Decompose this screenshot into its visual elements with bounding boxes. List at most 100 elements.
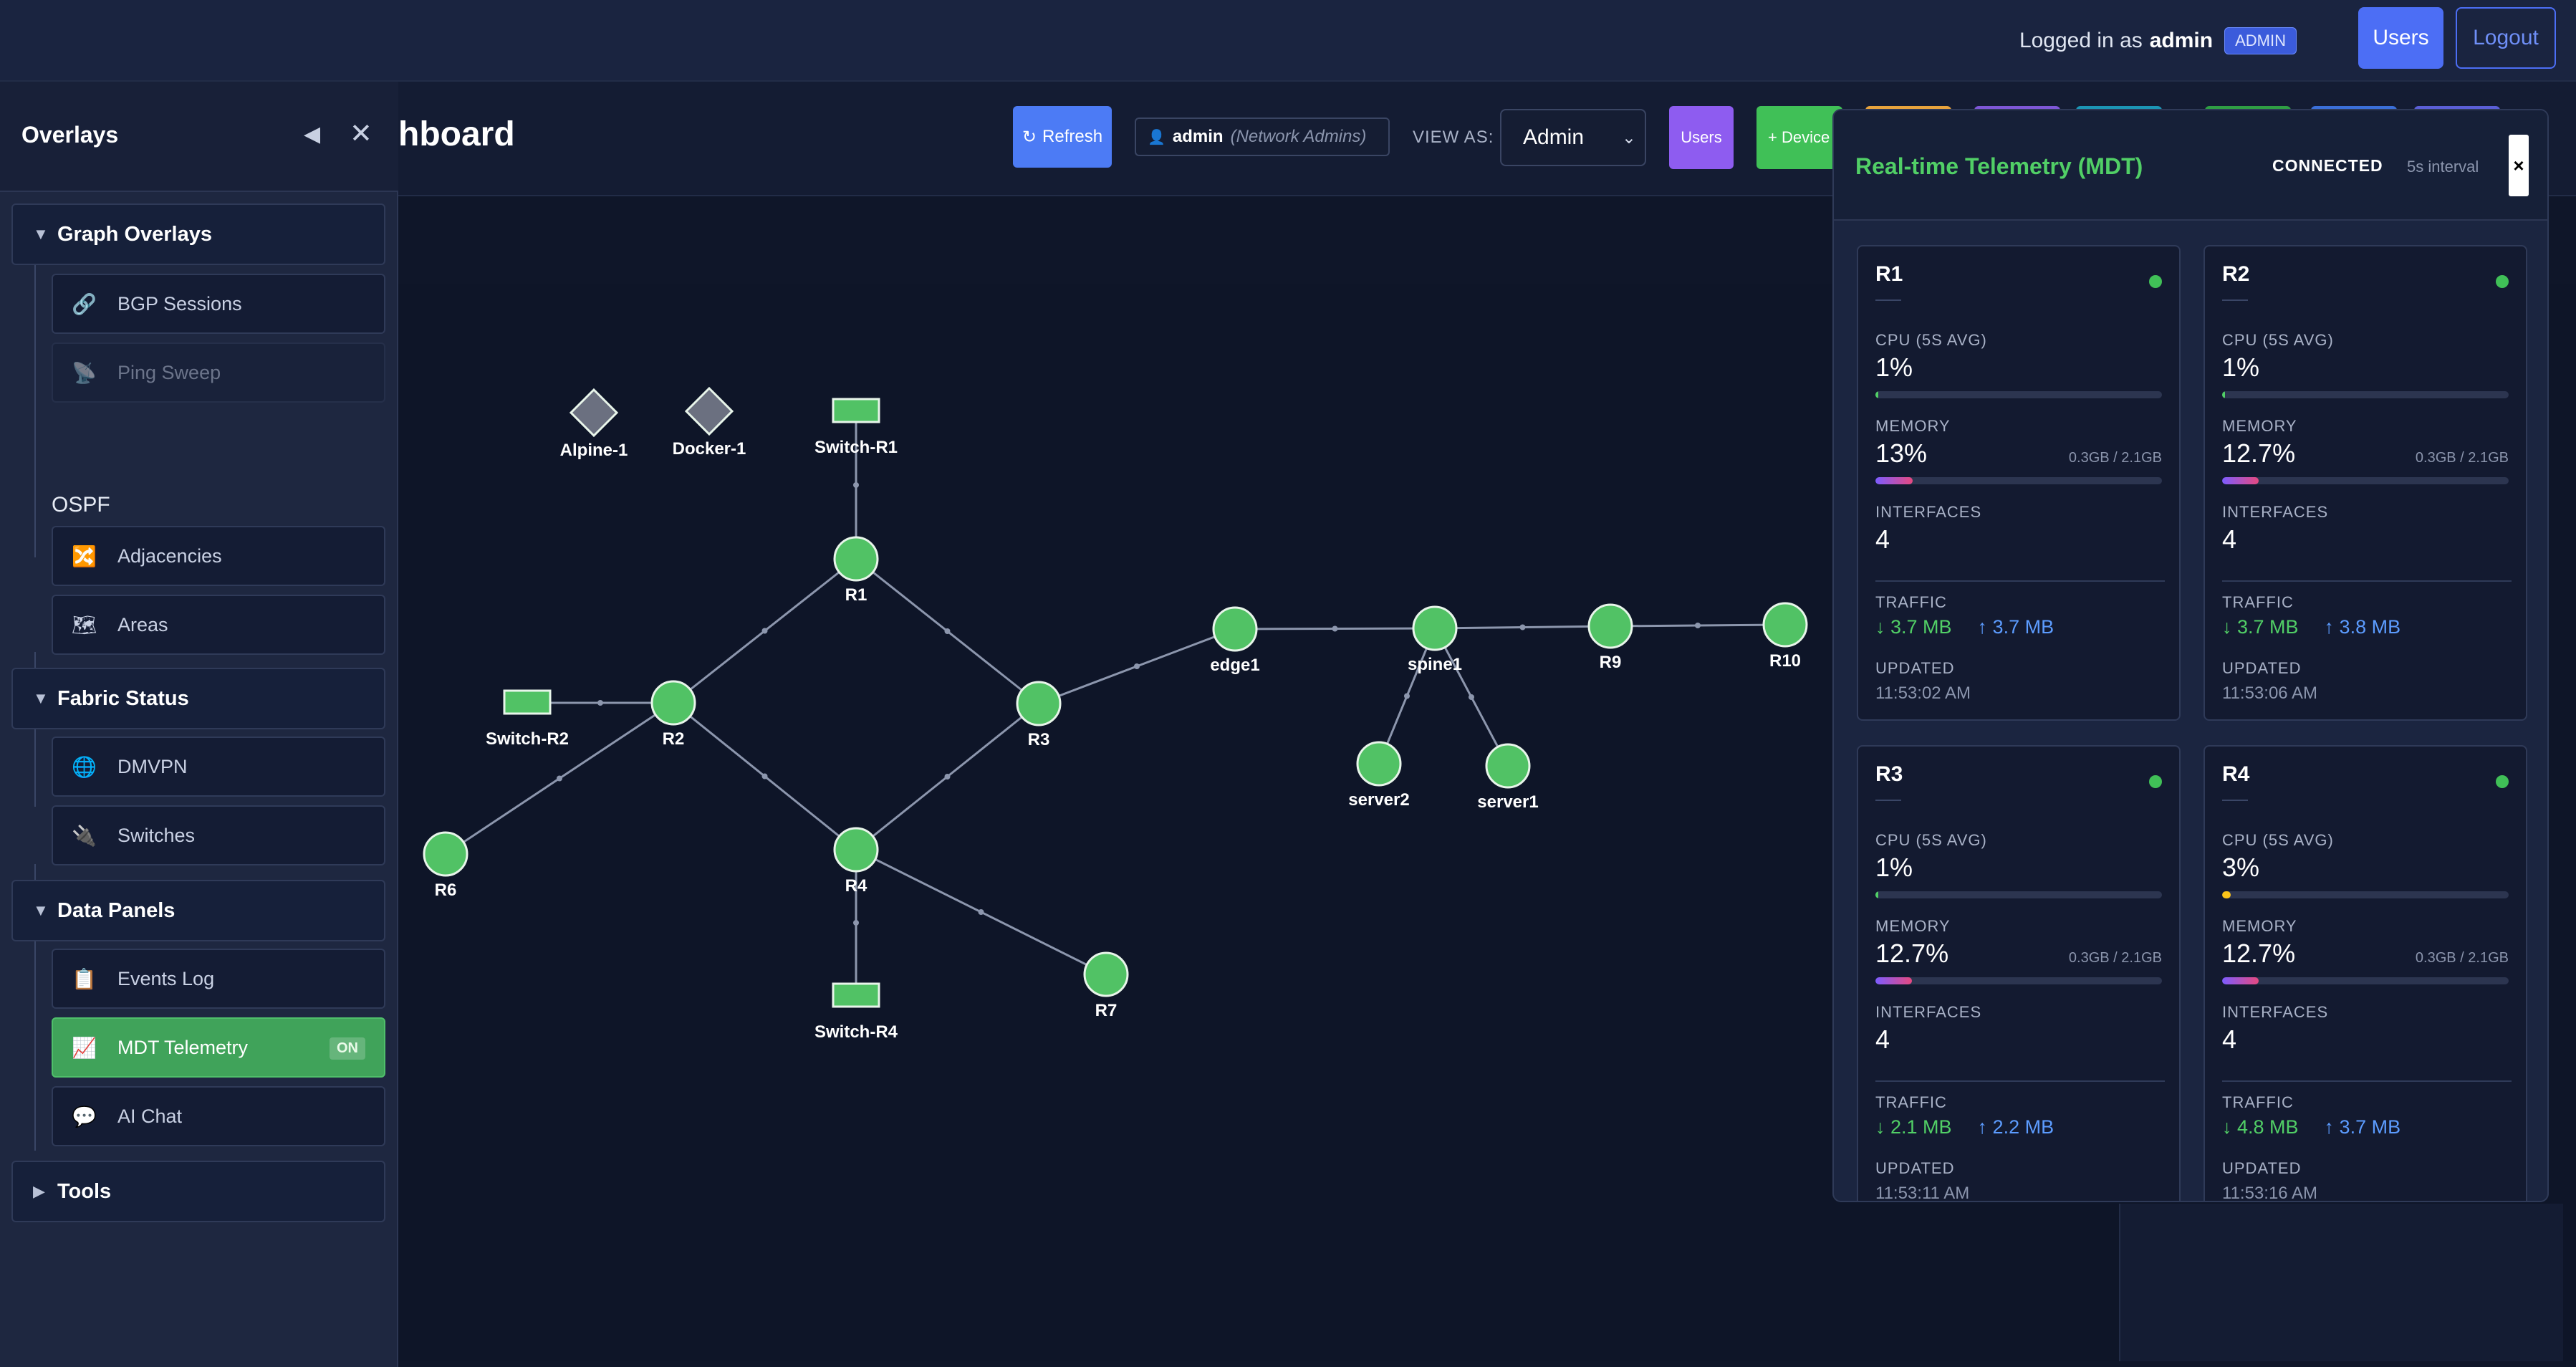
section-tools[interactable]: ▶ Tools (11, 1161, 385, 1222)
triangle-down-icon: ▼ (33, 689, 49, 707)
node-Switch-R1[interactable] (832, 398, 880, 423)
overlay-item-label: AI Chat (117, 1105, 183, 1127)
node-R1[interactable] (833, 536, 879, 582)
map-icon: 🗺 (72, 613, 97, 636)
device-name: R1 (1875, 262, 1903, 286)
users-button[interactable]: Users (2358, 7, 2443, 69)
memory-value: 12.7% (2222, 438, 2296, 468)
node-server1[interactable] (1485, 743, 1531, 789)
overlay-item-adjacencies[interactable]: 🔀 Adjacencies (52, 526, 385, 586)
traffic-values: ↓ 4.8 MB↑ 3.7 MB (2222, 1116, 2400, 1138)
node-edge1[interactable] (1212, 606, 1258, 652)
updated-label: UPDATED (2222, 1159, 2302, 1177)
node-Switch-R4[interactable] (832, 982, 880, 1008)
status-dot (2149, 775, 2162, 788)
users-panel-button[interactable]: Users (1669, 106, 1734, 169)
updated-label: UPDATED (1875, 1159, 1955, 1177)
divider (1875, 299, 1901, 301)
node-R6[interactable] (423, 831, 468, 877)
overlay-item-mdt-telemetry[interactable]: 📈 MDT Telemetry ON (52, 1017, 385, 1078)
close-icon[interactable]: ✕ (350, 119, 373, 149)
node-Alpine-1[interactable] (569, 388, 619, 438)
node-label: R4 (845, 876, 868, 896)
cpu-value: 1% (1875, 853, 1913, 882)
node-R10[interactable] (1762, 602, 1808, 648)
node-label: Switch-R4 (814, 1022, 898, 1042)
memory-size: 0.3GB / 2.1GB (2068, 950, 2162, 966)
cpu-label: CPU (5S AVG) (2222, 831, 2334, 849)
overlay-item-switches[interactable]: 🔌 Switches (52, 805, 385, 865)
logout-button[interactable]: Logout (2456, 7, 2556, 69)
refresh-button[interactable]: ↻ Refresh (1013, 106, 1112, 168)
status-dot (2496, 775, 2509, 788)
polling-interval: 5s interval (2407, 158, 2479, 176)
tree-line (34, 652, 36, 807)
overlay-item-ai-chat[interactable]: 💬 AI Chat (52, 1086, 385, 1146)
telemetry-close-button[interactable]: × (2509, 135, 2529, 196)
cpu-bar (1875, 891, 2162, 898)
user-name: admin (1172, 127, 1224, 146)
updated-time: 11:53:02 AM (1875, 684, 1971, 703)
node-spine1[interactable] (1412, 605, 1458, 651)
node-R7[interactable] (1083, 951, 1129, 997)
overlay-item-events-log[interactable]: 📋 Events Log (52, 949, 385, 1009)
traffic-values: ↓ 2.1 MB↑ 2.2 MB (1875, 1116, 2054, 1138)
section-label: Tools (57, 1179, 112, 1203)
memory-label: MEMORY (2222, 417, 2297, 435)
updated-time: 11:53:11 AM (1875, 1184, 1970, 1202)
status-dot (2149, 275, 2162, 288)
interfaces-label: INTERFACES (2222, 1003, 2329, 1021)
section-fabric-status[interactable]: ▼ Fabric Status (11, 668, 385, 729)
cpu-value: 1% (2222, 352, 2260, 382)
memory-bar (2222, 477, 2509, 484)
device-name: R4 (2222, 762, 2250, 786)
refresh-icon: ↻ (1022, 127, 1037, 147)
telemetry-title: Real-time Telemetry (MDT) (1855, 153, 2143, 179)
node-R4[interactable] (833, 827, 879, 873)
node-server2[interactable] (1356, 741, 1402, 787)
overlay-item-bgp-sessions[interactable]: 🔗 BGP Sessions (52, 274, 385, 334)
refresh-label: Refresh (1042, 127, 1103, 146)
interfaces-value: 4 (1875, 1025, 1890, 1054)
sidebar-header: Overlays ◀ ✕ (0, 82, 398, 192)
traffic-label: TRAFFIC (2222, 593, 2294, 611)
view-as-select[interactable]: Admin ⌄ (1500, 109, 1646, 166)
overlay-item-ping-sweep[interactable]: 📡 Ping Sweep (52, 342, 385, 403)
device-name: R3 (1875, 762, 1903, 786)
chart-icon: 📈 (72, 1036, 97, 1059)
divider (2222, 800, 2248, 801)
interfaces-label: INTERFACES (1875, 1003, 1982, 1021)
collapse-left-icon[interactable]: ◀ (304, 123, 321, 146)
overlay-item-dmvpn[interactable]: 🌐 DMVPN (52, 737, 385, 797)
node-label: R3 (1028, 730, 1050, 749)
node-Docker-1[interactable] (684, 386, 734, 436)
node-R9[interactable] (1587, 603, 1633, 649)
top-bar: Logged in as admin ADMIN Users Logout (0, 0, 2576, 82)
section-graph-overlays[interactable]: ▼ Graph Overlays (11, 203, 385, 265)
divider (1875, 800, 1901, 801)
node-R2[interactable] (650, 680, 696, 726)
node-Switch-R2[interactable] (503, 689, 552, 715)
overlay-item-areas[interactable]: 🗺 Areas (52, 595, 385, 655)
traffic-values: ↓ 3.7 MB↑ 3.8 MB (2222, 616, 2400, 638)
node-label: spine1 (1408, 655, 1462, 674)
node-label: R1 (845, 585, 868, 605)
memory-bar-fill (2222, 977, 2259, 984)
node-R3[interactable] (1016, 681, 1062, 726)
section-data-panels[interactable]: ▼ Data Panels (11, 880, 385, 941)
link-midpoint (1332, 625, 1338, 632)
add-device-button[interactable]: + Device (1756, 106, 1842, 169)
link-midpoint (853, 482, 859, 488)
node-label: R6 (435, 881, 457, 900)
memory-bar-fill (2222, 477, 2259, 484)
link-midpoint (944, 628, 951, 634)
memory-value: 12.7% (1875, 939, 1949, 968)
traffic-values: ↓ 3.7 MB↑ 3.7 MB (1875, 616, 2054, 638)
overlay-item-label: Events Log (117, 967, 215, 989)
telemetry-panel: Real-time Telemetry (MDT) CONNECTED 5s i… (1832, 109, 2549, 1202)
updated-time: 11:53:16 AM (2222, 1184, 2317, 1202)
traffic-label: TRAFFIC (1875, 593, 1947, 611)
